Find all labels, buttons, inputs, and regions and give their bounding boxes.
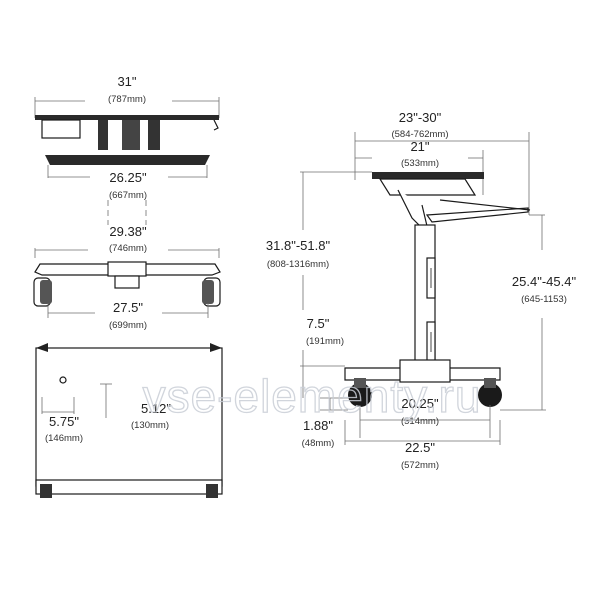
base-length-inches: 22.5"	[405, 440, 435, 455]
worksurface-side	[372, 172, 484, 179]
column-bracket-right	[148, 120, 160, 150]
caster-rear	[348, 383, 372, 407]
caster-span-inches: 27.5"	[113, 300, 143, 315]
caster-rear-fork	[354, 378, 366, 388]
worksurface-depth-mm: (584-762mm)	[391, 129, 448, 140]
overall-width-mm: (787mm)	[108, 94, 146, 105]
caster-front	[478, 383, 502, 407]
base-height-mm: (191mm)	[306, 336, 344, 347]
surface-height-inches: 25.4"-45.4"	[512, 274, 577, 289]
front-view: 29.38" (746mm) 27.5" (699mm)	[33, 200, 221, 331]
inner-base-length-inches: 20.25"	[401, 396, 439, 411]
plan-view: 5.75" (146mm) 5.12" (130mm)	[35, 343, 223, 498]
hole-y-inches: 5.12"	[141, 401, 171, 416]
caster-span-mm: (699mm)	[109, 320, 147, 331]
top-view: 31" (787mm) 26.25" (667mm)	[34, 74, 220, 201]
worksurface-top	[35, 115, 219, 120]
tray-support	[439, 199, 531, 211]
caster-right-hub	[202, 280, 214, 304]
hole-x-mm: (146mm)	[45, 433, 83, 444]
worksurface-body	[378, 178, 477, 196]
plan-caster-left	[40, 484, 52, 498]
tray-depth-mm: (533mm)	[401, 158, 439, 169]
column-bracket-center	[122, 120, 140, 150]
worksurface-depth-inches: 23"-30"	[399, 110, 442, 125]
base-plate	[45, 155, 210, 165]
tray-depth-inches: 21"	[410, 139, 429, 154]
base-plan-bottom-rail	[35, 479, 223, 495]
column-bracket-left	[98, 120, 108, 150]
column-foot-lower	[114, 275, 140, 289]
side-view: 23"-30" (584-762mm) 21" (533mm)	[266, 110, 577, 471]
mouse-hook	[213, 119, 219, 131]
watermark: vse-elementy.ru	[143, 370, 482, 422]
mounting-hole	[59, 376, 67, 384]
base-height-inches: 7.5"	[307, 316, 330, 331]
base-width-inches: 26.25"	[109, 170, 147, 185]
column-foot	[107, 261, 147, 277]
overall-height-mm: (808-1316mm)	[267, 259, 329, 270]
corner-tl	[36, 343, 48, 352]
base-length-mm: (572mm)	[401, 460, 439, 471]
column-base-hub	[399, 359, 451, 383]
surface-height-mm: (645-1153)	[521, 294, 567, 305]
hole-y-mm: (130mm)	[131, 420, 169, 431]
caster-height-mm: (48mm)	[302, 438, 335, 449]
caster-front-fork	[484, 378, 496, 388]
overall-height-inches: 31.8"-51.8"	[266, 238, 331, 253]
keyboard-tray-box	[41, 119, 81, 139]
base-plan-outline	[35, 347, 223, 487]
plan-caster-right	[206, 484, 218, 498]
overall-width-inches: 31"	[117, 74, 136, 89]
keyboard-tray	[425, 207, 529, 223]
inner-base-length-mm: (514mm)	[401, 416, 439, 427]
base-width-mm: (667mm)	[109, 190, 147, 201]
leg-span-mm: (746mm)	[109, 243, 147, 254]
caster-left-hub	[40, 280, 52, 304]
hole-x-inches: 5.75"	[49, 414, 79, 429]
caster-height-inches: 1.88"	[303, 418, 333, 433]
leg-span-inches: 29.38"	[109, 224, 147, 239]
corner-tr	[210, 343, 222, 352]
